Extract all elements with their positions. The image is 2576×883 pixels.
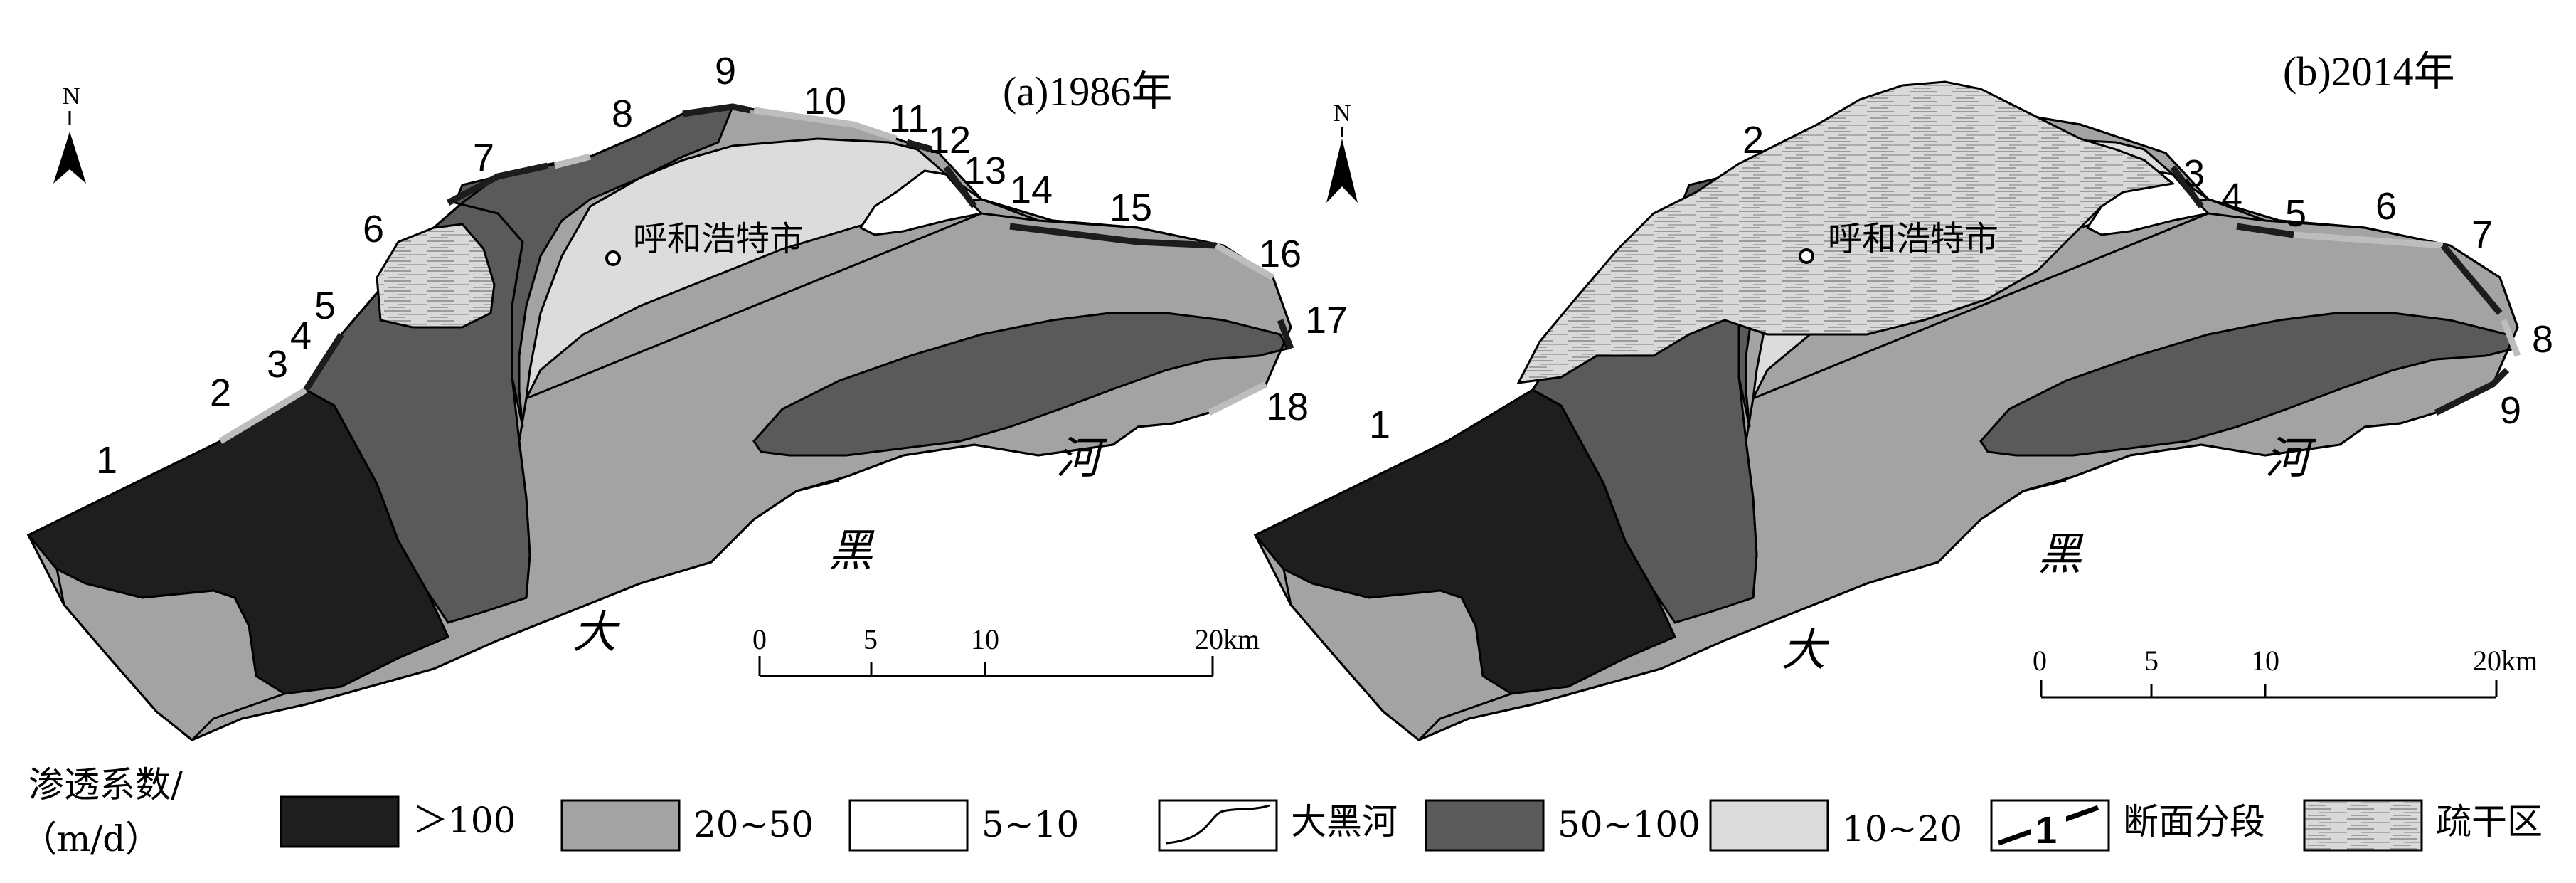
scale-b-10: 10 [2251, 645, 2279, 677]
seg-a-8: 8 [612, 92, 633, 135]
seg-b-5: 5 [2285, 192, 2306, 235]
legend-swatch-10-20 [1709, 799, 1829, 852]
legend-label-gt100: ＞100 [413, 800, 516, 841]
seg-b-7: 7 [2471, 213, 2493, 256]
scale-a-5: 5 [863, 623, 878, 655]
seg-a-2: 2 [210, 371, 231, 414]
seg-b-1: 1 [1369, 403, 1390, 446]
north-label-a: N [63, 83, 80, 110]
seg-b-8: 8 [2532, 318, 2553, 361]
river-char-a-0: 大 [573, 606, 620, 658]
legend-label-10-20: 10~20 [1842, 808, 1962, 850]
seg-a-13: 13 [964, 149, 1006, 192]
scale-a-20: 20km [1195, 623, 1260, 655]
scale-a-0: 0 [752, 623, 767, 655]
seg-a-12: 12 [928, 119, 971, 162]
panel-b: (b)2014年 N 呼和浩特市 大 黑 河 1 2 3 4 5 6 7 8 9 [1254, 48, 2553, 741]
north-arrow-b: N [1326, 100, 1358, 203]
legend-label-drained: 疏干区 [2436, 801, 2543, 842]
scale-b-0: 0 [2033, 645, 2047, 677]
legend-label-20-50: 20~50 [693, 804, 814, 845]
seg-a-9: 9 [715, 50, 736, 92]
legend-swatch-50-100 [1425, 799, 1545, 852]
river-char-a-2: 河 [1056, 432, 1107, 484]
panel-a-title: (a)1986年 [1003, 68, 1172, 115]
seg-b-4: 4 [2221, 176, 2242, 218]
legend-label-50-100: 50~100 [1558, 804, 1701, 845]
panel-a: (a)1986年 N 呼和浩特市 大 黑 河 1 2 3 4 5 6 7 8 9… [27, 50, 1348, 741]
legend-title-line2: （m/d） [21, 818, 161, 860]
north-label-b: N [1334, 100, 1351, 127]
scale-a-10: 10 [971, 623, 999, 655]
scale-bar-a: 0 5 10 20km [752, 623, 1260, 677]
legend: 渗透系数/ （m/d） ＞100 20~50 5~10 大黑河 50~100 1… [21, 764, 2543, 860]
seg-a-4: 4 [290, 314, 312, 357]
city-marker-b [1799, 248, 1814, 264]
legend-label-river: 大黑河 [1291, 801, 1398, 842]
seg-a-10: 10 [804, 80, 846, 122]
seg-a-16: 16 [1259, 233, 1302, 275]
legend-label-section: 断面分段 [2123, 801, 2265, 842]
zone-drained-a [376, 223, 496, 329]
city-label-b: 呼和浩特市 [1828, 219, 1998, 259]
zone-drained-b [1516, 80, 2176, 384]
seg-b-9: 9 [2500, 389, 2521, 432]
legend-swatch-20-50 [560, 799, 681, 852]
seg-a-3: 3 [267, 343, 288, 386]
city-marker-a [605, 250, 621, 266]
seg-a-14: 14 [1010, 169, 1053, 211]
legend-river-line [1166, 804, 1270, 845]
city-label-a: 呼和浩特市 [633, 219, 804, 259]
legend-swatch-drained [2303, 799, 2423, 852]
legend-swatch-gt100 [280, 795, 400, 848]
seg-a-5: 5 [314, 285, 336, 327]
river-char-a-1: 黑 [829, 524, 875, 576]
seg-a-6: 6 [363, 208, 384, 250]
legend-title-line1: 渗透系数/ [28, 764, 183, 805]
seg-a-17: 17 [1305, 299, 1348, 342]
legend-swatch-5-10 [848, 799, 969, 852]
seg-b-3: 3 [2183, 152, 2205, 195]
panel-b-title: (b)2014年 [2283, 48, 2455, 95]
seg-b-6: 6 [2375, 185, 2397, 228]
scale-bar-b: 0 5 10 20km [2033, 645, 2538, 699]
seg-a-1: 1 [96, 439, 117, 482]
river-char-b-2: 河 [2265, 432, 2316, 484]
north-arrow-a: N [53, 83, 86, 184]
scale-b-20: 20km [2473, 645, 2538, 677]
scale-b-5: 5 [2144, 645, 2159, 677]
river-char-b-0: 大 [1782, 624, 1829, 676]
seg-a-18: 18 [1266, 386, 1309, 428]
legend-label-5-10: 5~10 [981, 804, 1079, 845]
river-char-b-1: 黑 [2038, 528, 2084, 580]
seg-a-7: 7 [473, 137, 494, 179]
seg-a-11: 11 [889, 97, 929, 140]
legend-section-badge: 1 [2035, 809, 2057, 852]
seg-a-15: 15 [1109, 186, 1152, 229]
seg-b-2: 2 [1742, 119, 1764, 162]
